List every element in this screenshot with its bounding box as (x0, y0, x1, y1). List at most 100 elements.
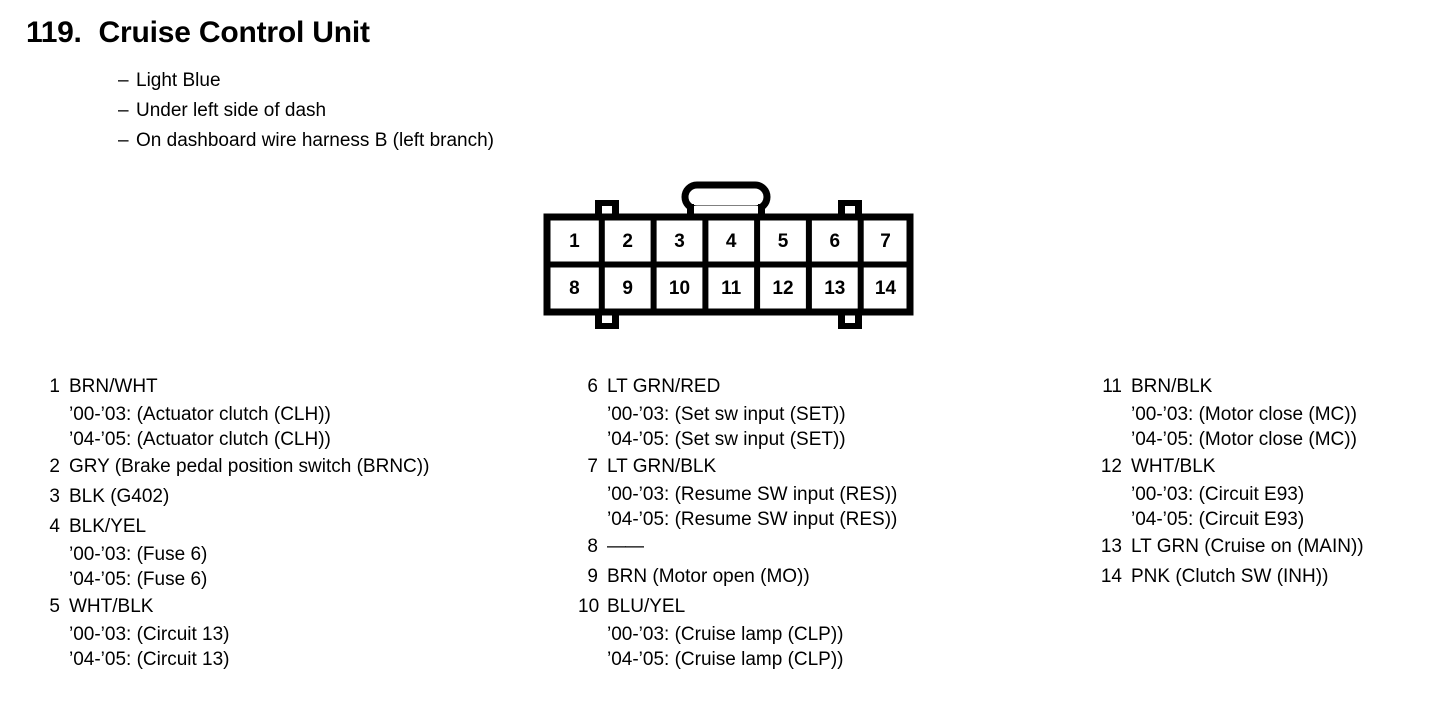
legend-entry: 10 BLU/YEL ’00-’03: (Cruise lamp (CLP)) ’04… (578, 592, 1078, 672)
connector-column-dividers (598, 220, 864, 309)
legend-wire-label: BRN/BLK (1131, 376, 1213, 397)
note-item: –Under left side of dash (118, 96, 494, 126)
legend-pin-number: 13 (1100, 536, 1122, 557)
legend-wire-label: BLK/YEL (69, 516, 147, 537)
legend-sub-line: ’04-’05: (Set sw input (SET)) (607, 429, 846, 450)
note-text: Light Blue (136, 70, 221, 91)
legend-wire-label: GRY (Brake pedal position switch (BRNC)) (69, 456, 430, 477)
legend-pin-number: 9 (587, 566, 598, 587)
connector-pin-6: 6 (830, 231, 841, 252)
legend-entry-main: 6 LT GRN/RED (578, 372, 1078, 402)
legend-entry: 5 WHT/BLK ’00-’03: (Circuit 13) ’04-’05: (C… (44, 592, 564, 672)
legend-entry: 3 BLK (G402) (44, 482, 564, 512)
legend-pin-number: 10 (578, 596, 600, 617)
connector-pin-numbers-top: 1 2 3 4 5 6 7 (569, 231, 891, 252)
legend-sub-line: ’04-’05: (Circuit E93) (1131, 509, 1305, 530)
legend-wire-label: BRN (Motor open (MO)) (607, 566, 810, 587)
legend-sub-line: ’00-’03: (Motor close (MC)) (1131, 404, 1357, 425)
legend-entry: 6 LT GRN/RED ’00-’03: (Set sw input (SET))… (578, 372, 1078, 452)
legend-entry: 14 PNK (Clutch SW (INH)) (1098, 562, 1440, 592)
legend-sub-line: ’00-’03: (Set sw input (SET)) (607, 404, 846, 425)
legend-entry-main: 9 BRN (Motor open (MO)) (578, 562, 1078, 592)
legend-pin-number: 1 (49, 376, 60, 397)
legend-column-2: 6 LT GRN/RED ’00-’03: (Set sw input (SET))… (578, 372, 1078, 672)
legend-entry-main: 7 LT GRN/BLK (578, 452, 1078, 482)
legend-pin-number: 12 (1100, 456, 1122, 477)
legend-entry: 2 GRY (Brake pedal position switch (BRNC)… (44, 452, 564, 482)
legend-wire-label: BLU/YEL (607, 596, 686, 617)
legend-entry-main: 13 LT GRN (Cruise on (MAIN)) (1098, 532, 1440, 562)
legend-sub-line: ’04-’05: (Cruise lamp (CLP)) (607, 649, 844, 670)
connector-pin-3: 3 (674, 231, 685, 252)
legend-sub-line: ’04-’05: (Resume SW input (RES)) (607, 509, 898, 530)
legend-sub-line: ’04-’05: (Fuse 6) (69, 569, 208, 590)
legend-wire-label: PNK (Clutch SW (INH)) (1131, 566, 1329, 587)
legend-entry-main: 4 BLK/YEL (44, 512, 564, 542)
legend-sub-line: ’04-’05: (Motor close (MC)) (1131, 429, 1357, 450)
connector-pin-8: 8 (569, 278, 580, 299)
note-item: –On dashboard wire harness B (left branc… (118, 126, 494, 156)
legend-sub-line: ’04-’05: (Actuator clutch (CLH)) (69, 429, 331, 450)
connector-pin-13: 13 (824, 278, 845, 299)
connector-pin-numbers-bottom: 8 9 10 11 12 13 14 (569, 278, 896, 299)
connector-pin-2: 2 (622, 231, 633, 252)
connector-pin-14: 14 (875, 278, 897, 299)
legend-sub-line: ’00-’03: (Cruise lamp (CLP)) (607, 624, 844, 645)
legend-pin-number: 6 (587, 376, 598, 397)
note-bullet-dash: – (118, 70, 129, 91)
legend-entry-main: 5 WHT/BLK (44, 592, 564, 622)
note-bullet-dash: – (118, 100, 129, 121)
legend-wire-label: —— (607, 536, 644, 557)
legend-entry-main: 11 BRN/BLK (1098, 372, 1440, 402)
connector-pin-12: 12 (772, 278, 793, 299)
connector-diagram: 1 2 3 4 5 6 7 8 9 10 11 12 13 14 (540, 180, 920, 340)
connector-pin-1: 1 (569, 231, 580, 252)
connector-svg: 1 2 3 4 5 6 7 8 9 10 11 12 13 14 (543, 181, 914, 329)
legend-entry: 7 LT GRN/BLK ’00-’03: (Resume SW input (RE… (578, 452, 1078, 532)
connector-pin-9: 9 (622, 278, 633, 299)
legend-entry-main: 14 PNK (Clutch SW (INH)) (1098, 562, 1440, 592)
connector-pin-10: 10 (669, 278, 690, 299)
note-text: Under left side of dash (136, 100, 327, 121)
legend-pin-number: 11 (1102, 376, 1122, 397)
connector-pin-5: 5 (778, 231, 789, 252)
note-item: –Light Blue (118, 66, 494, 96)
legend-pin-number: 3 (49, 486, 60, 507)
legend-sub-line: ’00-’03: (Actuator clutch (CLH)) (69, 404, 331, 425)
legend-wire-label: BLK (G402) (69, 486, 170, 507)
legend-entry: 8 —— (578, 532, 1078, 562)
connector-pin-11: 11 (721, 278, 742, 299)
legend-sub-line: ’00-’03: (Fuse 6) (69, 544, 208, 565)
legend-sub-line: ’04-’05: (Circuit 13) (69, 649, 230, 670)
legend-wire-label: LT GRN/BLK (607, 456, 717, 477)
connector-pin-4: 4 (726, 231, 737, 252)
legend-pin-number: 2 (49, 456, 60, 477)
legend-entry-main: 10 BLU/YEL (578, 592, 1078, 622)
notes-list: –Light Blue–Under left side of dash–On d… (118, 66, 494, 156)
legend-sub-line: ’00-’03: (Circuit 13) (69, 624, 230, 645)
legend-pin-number: 7 (587, 456, 598, 477)
section-number: 119. (26, 16, 82, 49)
legend-pin-number: 8 (587, 536, 598, 557)
legend-entry-main: 8 —— (578, 532, 1078, 562)
legend-entry: 13 LT GRN (Cruise on (MAIN)) (1098, 532, 1440, 562)
legend-pin-number: 14 (1100, 566, 1122, 587)
legend-entry: 9 BRN (Motor open (MO)) (578, 562, 1078, 592)
legend-wire-label: LT GRN (Cruise on (MAIN)) (1131, 536, 1364, 557)
legend-wire-label: WHT/BLK (69, 596, 154, 617)
legend-pin-number: 4 (49, 516, 60, 537)
legend-wire-label: LT GRN/RED (607, 376, 721, 397)
legend-pin-number: 5 (49, 596, 60, 617)
legend-entry: 4 BLK/YEL ’00-’03: (Fuse 6) ’04-’05: (Fuse … (44, 512, 564, 592)
legend-entry-main: 2 GRY (Brake pedal position switch (BRNC)… (44, 452, 564, 482)
connector-pin-7: 7 (880, 231, 891, 252)
legend-sub-line: ’00-’03: (Resume SW input (RES)) (607, 484, 898, 505)
legend-entry-main: 3 BLK (G402) (44, 482, 564, 512)
legend-column-3: 11 BRN/BLK ’00-’03: (Motor close (MC)) ’04-… (1098, 372, 1440, 592)
